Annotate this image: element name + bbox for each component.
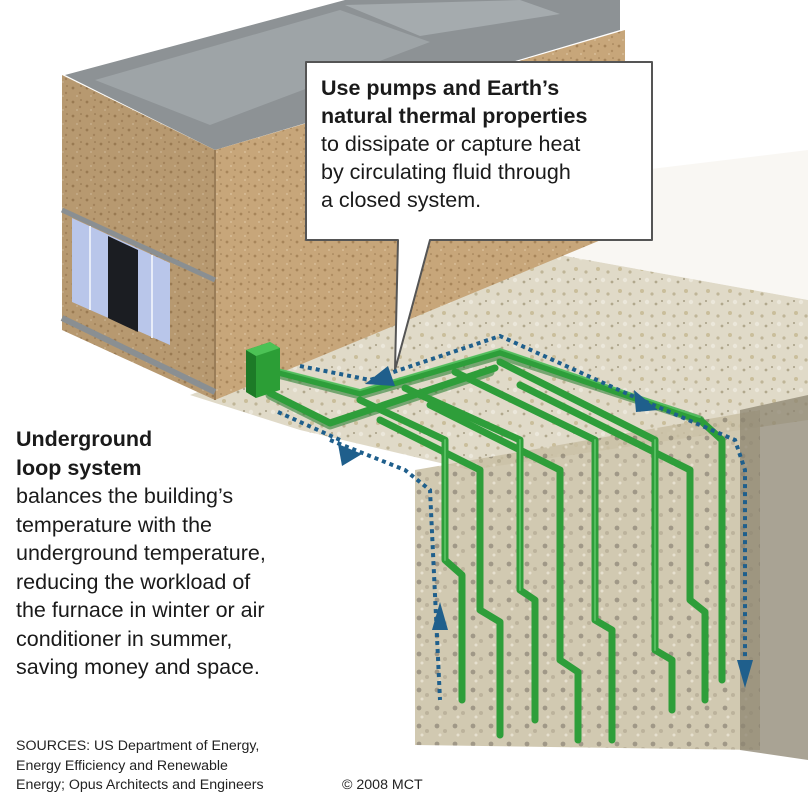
callout-body-line: a closed system. xyxy=(321,188,482,212)
loop-system-body: balances the building’s temperature with… xyxy=(16,482,356,682)
soil-cross-section-right xyxy=(740,395,808,760)
sources-line: SOURCES: US Department of Energy, xyxy=(16,738,260,754)
loop-body-line: reducing the workload of xyxy=(16,569,251,594)
underground-loop xyxy=(265,348,726,744)
flow-arrows xyxy=(277,333,747,701)
building-front-shade xyxy=(62,75,215,400)
callout-body: to dissipate or capture heat by circulat… xyxy=(321,130,651,214)
callout-body-line: by circulating fluid through xyxy=(321,160,571,184)
building-roof-panel-2 xyxy=(345,0,560,36)
loop-heading-line: Underground xyxy=(16,427,153,451)
flow-arrow-icon xyxy=(338,366,753,688)
building-roof-panel xyxy=(95,10,430,125)
copyright-notice: © 2008 MCT xyxy=(342,777,423,793)
sources-line: Energy Efficiency and Renewable xyxy=(16,757,228,774)
return-pipe xyxy=(266,364,499,427)
storefront-door xyxy=(108,236,138,332)
loop-system-text: Underground loop system balances the bui… xyxy=(16,425,356,682)
loop-body-line: underground temperature, xyxy=(16,541,266,565)
loop-body-line: conditioner in summer, xyxy=(16,626,233,651)
callout-heading: Use pumps and Earth’s natural thermal pr… xyxy=(321,74,651,130)
callout-heading-line: natural thermal properties xyxy=(321,104,588,128)
loop-body-line: the furnace in winter or air xyxy=(16,598,265,622)
loop-body-line: saving money and space. xyxy=(16,655,260,679)
callout-text: Use pumps and Earth’s natural thermal pr… xyxy=(321,74,651,214)
loop-body-line: temperature with the xyxy=(16,512,212,537)
loop-system-heading: Underground loop system xyxy=(16,425,356,482)
callout-bubble xyxy=(305,61,653,371)
callout-heading-line: Use pumps and Earth’s xyxy=(321,76,560,100)
sources-line: Energy; Opus Architects and Engineers xyxy=(16,777,264,793)
sources-credit: SOURCES: US Department of Energy, Energy… xyxy=(16,737,336,796)
loop-body-line: balances the building’s xyxy=(16,484,234,508)
callout-body-line: to dissipate or capture heat xyxy=(321,132,581,156)
supply-pipe xyxy=(266,348,726,684)
loop-heading-line: loop system xyxy=(16,455,142,480)
pump-box-icon xyxy=(246,342,280,398)
building-front-wall xyxy=(62,75,215,400)
